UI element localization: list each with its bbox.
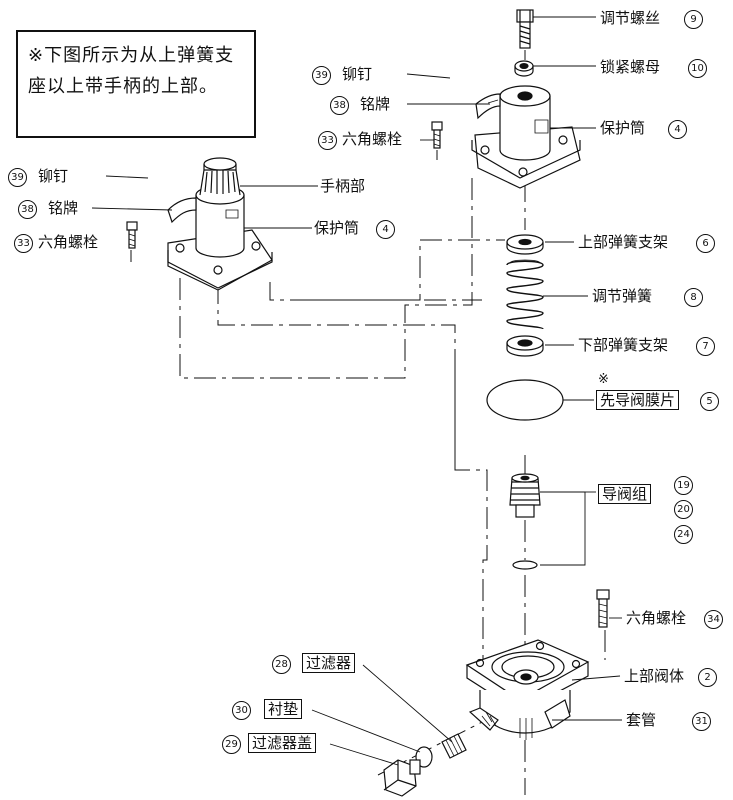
label-nameplate-main: 铭牌 bbox=[360, 95, 391, 113]
callout-lock-nut: 10 bbox=[688, 59, 707, 78]
label-handle: 手柄部 bbox=[320, 177, 366, 195]
assembly-guide-lines bbox=[130, 12, 606, 795]
upper-spring-seat-part bbox=[506, 234, 544, 255]
adjust-screw-part bbox=[516, 9, 534, 49]
callout-nameplate-left: 38 bbox=[18, 200, 37, 219]
upper-body-part bbox=[465, 639, 590, 740]
callout-pilot-valve-20: 20 bbox=[674, 500, 693, 519]
callout-filter-cap: 29 bbox=[222, 735, 241, 754]
callout-hex-bolt-top: 33 bbox=[318, 131, 337, 150]
label-hex-bolt-body: 六角螺栓 bbox=[626, 609, 687, 627]
callout-hex-bolt-body: 34 bbox=[704, 610, 723, 629]
callout-lower-spring-seat: 7 bbox=[696, 337, 715, 356]
hex-bolt-top-part bbox=[431, 121, 443, 149]
note-mark: ※ bbox=[598, 372, 609, 387]
leader-lines bbox=[91, 16, 622, 766]
label-sleeve: 套管 bbox=[626, 711, 657, 729]
label-guard-main: 保护筒 bbox=[600, 119, 646, 137]
lock-nut-part bbox=[514, 60, 534, 77]
label-rivet-main: 铆钉 bbox=[342, 65, 373, 83]
callout-rivet-main: 39 bbox=[312, 66, 331, 85]
callout-pilot-valve-24: 24 bbox=[674, 525, 693, 544]
label-nameplate-left: 铭牌 bbox=[48, 199, 79, 217]
pilot-diaphragm-part bbox=[486, 379, 564, 421]
adjust-spring-part bbox=[506, 259, 544, 330]
label-hex-bolt-left: 六角螺栓 bbox=[38, 233, 99, 251]
lower-spring-seat-part bbox=[506, 335, 544, 357]
label-lock-nut: 锁紧螺母 bbox=[600, 58, 661, 76]
callout-guard-left: 4 bbox=[376, 220, 395, 239]
label-filter-cap: 过滤器盖 bbox=[248, 733, 317, 753]
label-pilot-diaphragm: 先导阀膜片 bbox=[596, 390, 680, 410]
filter-part bbox=[441, 733, 467, 759]
pilot-valve-part bbox=[509, 473, 541, 570]
label-upper-spring-seat: 上部弹簧支架 bbox=[578, 233, 669, 251]
filter-cap-part bbox=[383, 759, 421, 797]
note-box: ※下图所示为从上弹簧支座以上带手柄的上部。 bbox=[16, 30, 256, 138]
callout-sleeve: 31 bbox=[692, 712, 711, 731]
callout-filter: 28 bbox=[272, 655, 291, 674]
callout-hex-bolt-left: 33 bbox=[14, 234, 33, 253]
note-text: ※下图所示为从上弹簧支座以上带手柄的上部。 bbox=[28, 45, 235, 97]
callout-pilot-valve-19: 19 bbox=[674, 476, 693, 495]
callout-adjust-spring: 8 bbox=[684, 288, 703, 307]
hex-bolt-body-part bbox=[596, 589, 610, 628]
label-guard-left: 保护筒 bbox=[314, 219, 360, 237]
main-guard-part bbox=[471, 85, 581, 189]
callout-adjust-screw: 9 bbox=[684, 10, 703, 29]
label-lower-spring-seat: 下部弹簧支架 bbox=[578, 336, 669, 354]
callout-rivet-left: 39 bbox=[8, 168, 27, 187]
label-pilot-valve-group: 导阀组 bbox=[598, 484, 652, 504]
callout-upper-body: 2 bbox=[698, 668, 717, 687]
label-upper-body: 上部阀体 bbox=[624, 667, 685, 685]
label-filter: 过滤器 bbox=[302, 653, 356, 673]
callout-upper-spring-seat: 6 bbox=[696, 234, 715, 253]
label-hex-bolt-top: 六角螺栓 bbox=[342, 130, 403, 148]
label-adjust-spring: 调节弹簧 bbox=[592, 287, 653, 305]
callout-pilot-diaphragm: 5 bbox=[700, 392, 719, 411]
callout-guard-main: 4 bbox=[668, 120, 687, 139]
callout-gasket: 30 bbox=[232, 701, 251, 720]
label-adjust-screw: 调节螺丝 bbox=[600, 9, 661, 27]
label-gasket: 衬垫 bbox=[264, 699, 303, 719]
callout-nameplate-main: 38 bbox=[330, 96, 349, 115]
label-rivet-left: 铆钉 bbox=[38, 167, 69, 185]
left-handle-assembly bbox=[126, 157, 273, 291]
